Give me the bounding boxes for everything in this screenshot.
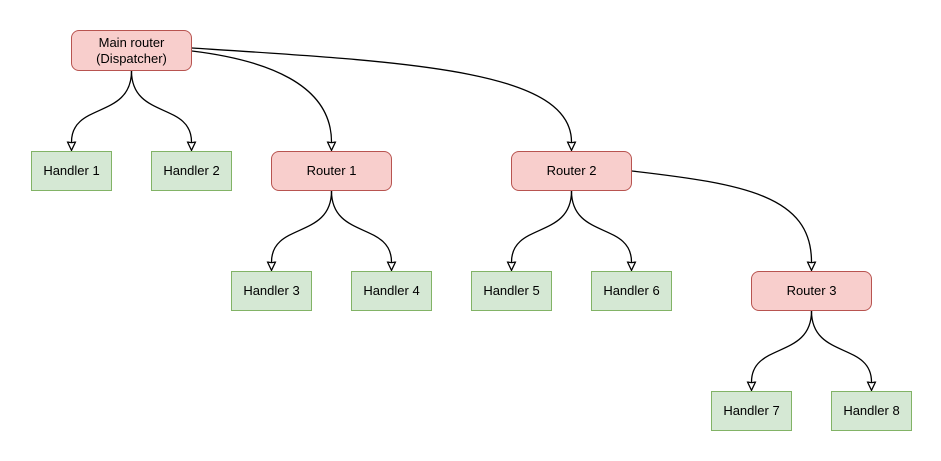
node-handler-1-label: Handler 1 <box>43 163 100 178</box>
edge-router2-to-handler6 <box>570 190 632 262</box>
edge-main-to-router2 <box>191 47 572 142</box>
node-handler-3: Handler 3 <box>231 271 312 311</box>
node-handler-5-label: Handler 5 <box>483 283 540 298</box>
node-router-1-label: Router 1 <box>306 163 357 178</box>
node-handler-6-label: Handler 6 <box>603 283 660 298</box>
node-handler-7-label: Handler 7 <box>723 403 780 418</box>
node-main-router-label-line2: (Dispatcher) <box>96 50 167 66</box>
edge-router1-to-handler4 <box>330 190 392 262</box>
edge-main-to-handler1 <box>72 70 133 142</box>
node-handler-8: Handler 8 <box>831 391 912 431</box>
node-main-router: Main router (Dispatcher) <box>71 30 192 71</box>
node-router-3: Router 3 <box>751 271 872 311</box>
node-handler-2-label: Handler 2 <box>163 163 220 178</box>
node-handler-1: Handler 1 <box>31 151 112 191</box>
edge-router2-to-handler5 <box>512 190 573 262</box>
node-router-2: Router 2 <box>511 151 632 191</box>
node-handler-3-label: Handler 3 <box>243 283 300 298</box>
node-handler-8-label: Handler 8 <box>843 403 900 418</box>
node-handler-4-label: Handler 4 <box>363 283 420 298</box>
node-handler-5: Handler 5 <box>471 271 552 311</box>
node-main-router-label-line1: Main router <box>98 34 165 50</box>
node-handler-4: Handler 4 <box>351 271 432 311</box>
edge-router3-to-handler8 <box>810 310 872 382</box>
node-router-2-label: Router 2 <box>546 163 597 178</box>
edge-router2-to-router3 <box>631 170 812 262</box>
node-router-1: Router 1 <box>271 151 392 191</box>
node-router-3-label: Router 3 <box>786 283 837 298</box>
edge-router1-to-handler3 <box>272 190 333 262</box>
node-handler-2: Handler 2 <box>151 151 232 191</box>
edge-main-to-router1 <box>191 50 332 142</box>
node-handler-6: Handler 6 <box>591 271 672 311</box>
edge-router3-to-handler7 <box>752 310 813 382</box>
node-handler-7: Handler 7 <box>711 391 792 431</box>
edge-main-to-handler2 <box>130 70 192 142</box>
